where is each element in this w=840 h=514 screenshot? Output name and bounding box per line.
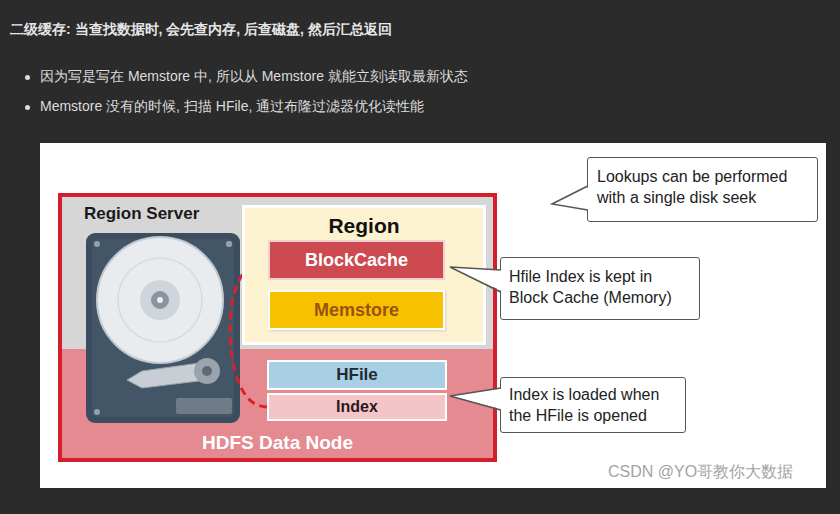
callout-text: Hfile Index is kept in Block Cache (Memo…: [509, 266, 691, 308]
disk-screw: [226, 241, 232, 247]
box-label: Index: [336, 398, 378, 416]
spindle-hub: [151, 291, 169, 309]
callout-tail: [552, 158, 593, 214]
actuator-pivot: [194, 358, 220, 384]
server-title: Region Server: [84, 204, 199, 224]
callout-text: Lookups can be performed with a single d…: [597, 166, 808, 208]
data-node-title: HDFS Data Node: [62, 432, 493, 454]
callout-tail: [450, 258, 506, 296]
callout-tail: [450, 378, 506, 414]
callout-box: Index is loaded when the HFile is opened: [500, 377, 686, 433]
region-server-box: Region ServerHDFS Data Node RegionBlockCa…: [58, 193, 497, 462]
platter-track: [118, 258, 202, 342]
bullet-dot: [25, 105, 30, 110]
disk-screw: [226, 241, 232, 247]
spindle-dot: [157, 297, 163, 303]
disk-screw: [94, 241, 100, 247]
tail-outline: [450, 267, 501, 292]
region-title: Region: [245, 214, 483, 238]
hfile-box: HFile: [267, 360, 447, 390]
disk-platter: [97, 237, 223, 363]
box-label: Memstore: [314, 300, 399, 321]
tail-outline: [450, 388, 501, 410]
blockcache-box: BlockCache: [268, 240, 445, 280]
bullet-text: Memstore 没有的时候, 扫描 HFile, 通过布隆过滤器优化读性能: [40, 98, 424, 116]
box-label: BlockCache: [305, 250, 408, 271]
callout-text: Index is loaded when the HFile is opened: [509, 384, 677, 426]
callout-box: Hfile Index is kept in Block Cache (Memo…: [500, 257, 700, 320]
index-box: Index: [267, 393, 447, 421]
bullet-dot: [25, 75, 30, 80]
watermark: CSDN @YO哥教你大数据: [608, 462, 793, 483]
memstore-box: Memstore: [268, 290, 445, 330]
tail-fill: [552, 186, 591, 210]
disk-screw: [94, 409, 100, 415]
tail-fill: [450, 267, 504, 292]
pivot-center: [202, 366, 212, 376]
tail-fill: [450, 388, 504, 410]
heading: 二级缓存: 当查找数据时, 会先查内存, 后查磁盘, 然后汇总返回: [10, 21, 392, 39]
bullet-text: 因为写是写在 Memstore 中, 所以从 Memstore 就能立刻读取最新…: [40, 68, 468, 86]
callout-box: Lookups can be performed with a single d…: [587, 157, 818, 222]
disk-connector: [176, 398, 232, 414]
platter-ring: [140, 280, 180, 320]
region-box: RegionBlockCacheMemstore: [242, 205, 486, 345]
tail-outline: [552, 186, 588, 210]
disk-body: [86, 233, 240, 423]
box-label: HFile: [336, 365, 378, 385]
